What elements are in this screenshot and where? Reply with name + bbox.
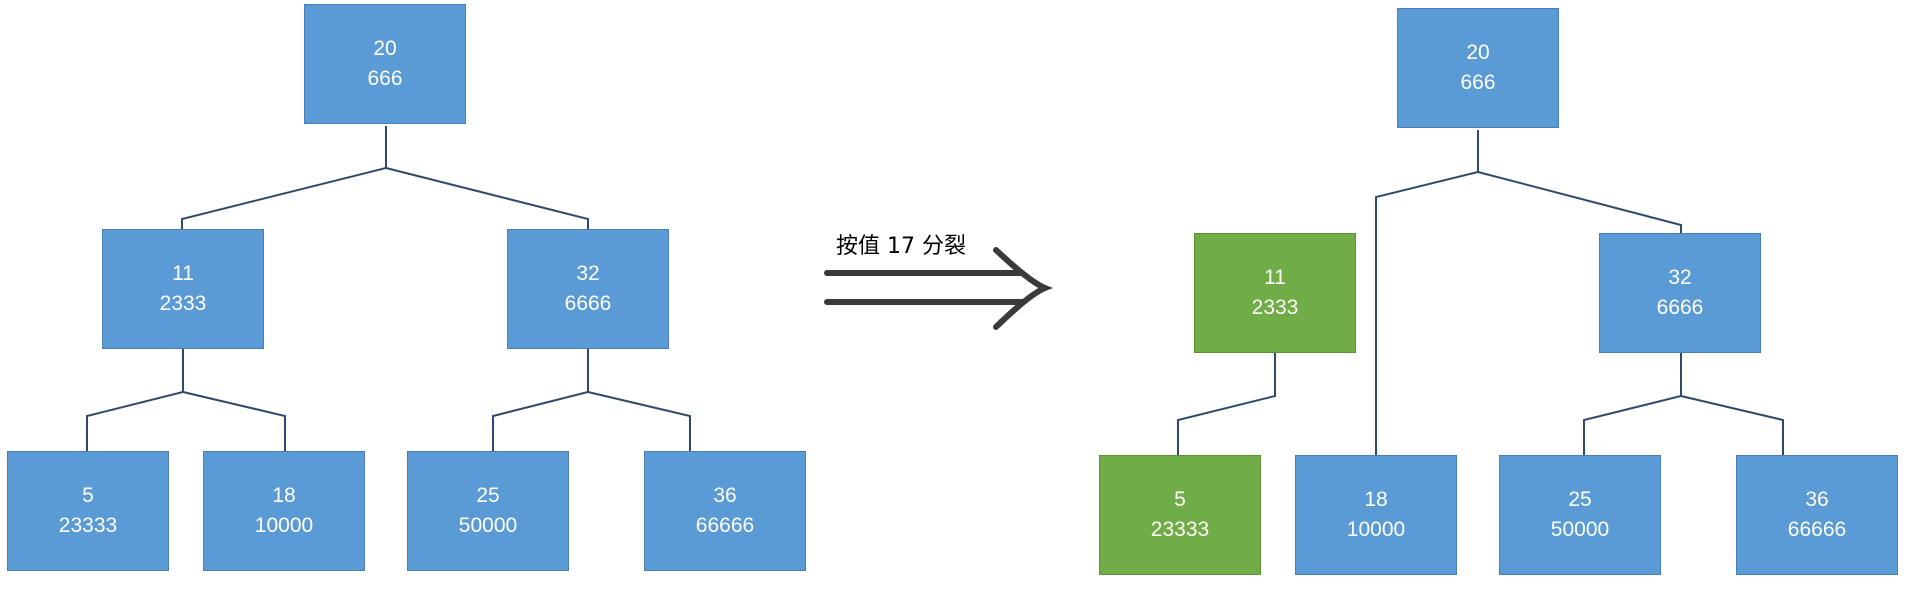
after-right-node: 32 6666 (1599, 233, 1761, 353)
before-root-node: 20 666 (304, 4, 466, 124)
node-key: 18 (272, 484, 296, 507)
edge-left-right-child (182, 391, 286, 451)
edge-right-children (492, 349, 589, 451)
node-value: 10000 (1346, 518, 1406, 541)
node-key: 36 (1805, 488, 1829, 511)
before-right-right-node: 36 66666 (644, 451, 806, 571)
node-value: 50000 (458, 514, 518, 537)
after-left-left-node-highlighted: 5 23333 (1099, 455, 1261, 575)
before-right-left-node: 25 50000 (407, 451, 569, 571)
node-value: 50000 (1550, 518, 1610, 541)
edge-root-left (181, 126, 387, 229)
before-right-node: 32 6666 (507, 229, 669, 349)
node-value: 6666 (1656, 296, 1704, 319)
before-left-node: 11 2333 (102, 229, 264, 349)
split-arrow (824, 247, 1054, 330)
after-right-left-node: 25 50000 (1499, 455, 1661, 575)
node-value: 66666 (695, 514, 755, 537)
node-key: 5 (1174, 488, 1186, 511)
before-left-right-node: 18 10000 (203, 451, 365, 571)
node-value: 2333 (1251, 296, 1299, 319)
node-value: 23333 (1150, 518, 1210, 541)
edge-after-left-child (1177, 353, 1276, 455)
edge-root-right (385, 167, 589, 229)
node-key: 18 (1364, 488, 1388, 511)
edge-right-right-child (587, 391, 691, 451)
edge-after-right-right-child (1680, 395, 1784, 455)
node-value: 6666 (564, 292, 612, 315)
edge-after-root-child18 (1375, 130, 1479, 455)
node-key: 32 (1668, 266, 1692, 289)
operation-label: 按值 17 分裂 (836, 234, 966, 259)
after-left-node-highlighted: 11 2333 (1194, 233, 1356, 353)
node-key: 20 (373, 37, 397, 60)
node-value: 2333 (159, 292, 207, 315)
node-value: 66666 (1787, 518, 1847, 541)
after-root-node: 20 666 (1397, 8, 1559, 128)
node-value: 666 (1460, 71, 1496, 94)
node-key: 25 (1568, 488, 1592, 511)
node-key: 36 (713, 484, 737, 507)
node-value: 23333 (58, 514, 118, 537)
node-key: 11 (1264, 266, 1286, 289)
node-key: 11 (172, 262, 194, 285)
before-left-left-node: 5 23333 (7, 451, 169, 571)
node-key: 25 (476, 484, 500, 507)
node-key: 32 (576, 262, 600, 285)
node-value: 666 (367, 67, 403, 90)
node-key: 5 (82, 484, 94, 507)
node-value: 10000 (254, 514, 314, 537)
after-right-right-node: 36 66666 (1736, 455, 1898, 575)
node-key: 20 (1466, 41, 1490, 64)
after-root-left-node: 18 10000 (1295, 455, 1457, 575)
edge-after-root-right (1477, 171, 1682, 233)
edge-after-right-children (1583, 353, 1682, 455)
edge-left-children (86, 349, 184, 451)
